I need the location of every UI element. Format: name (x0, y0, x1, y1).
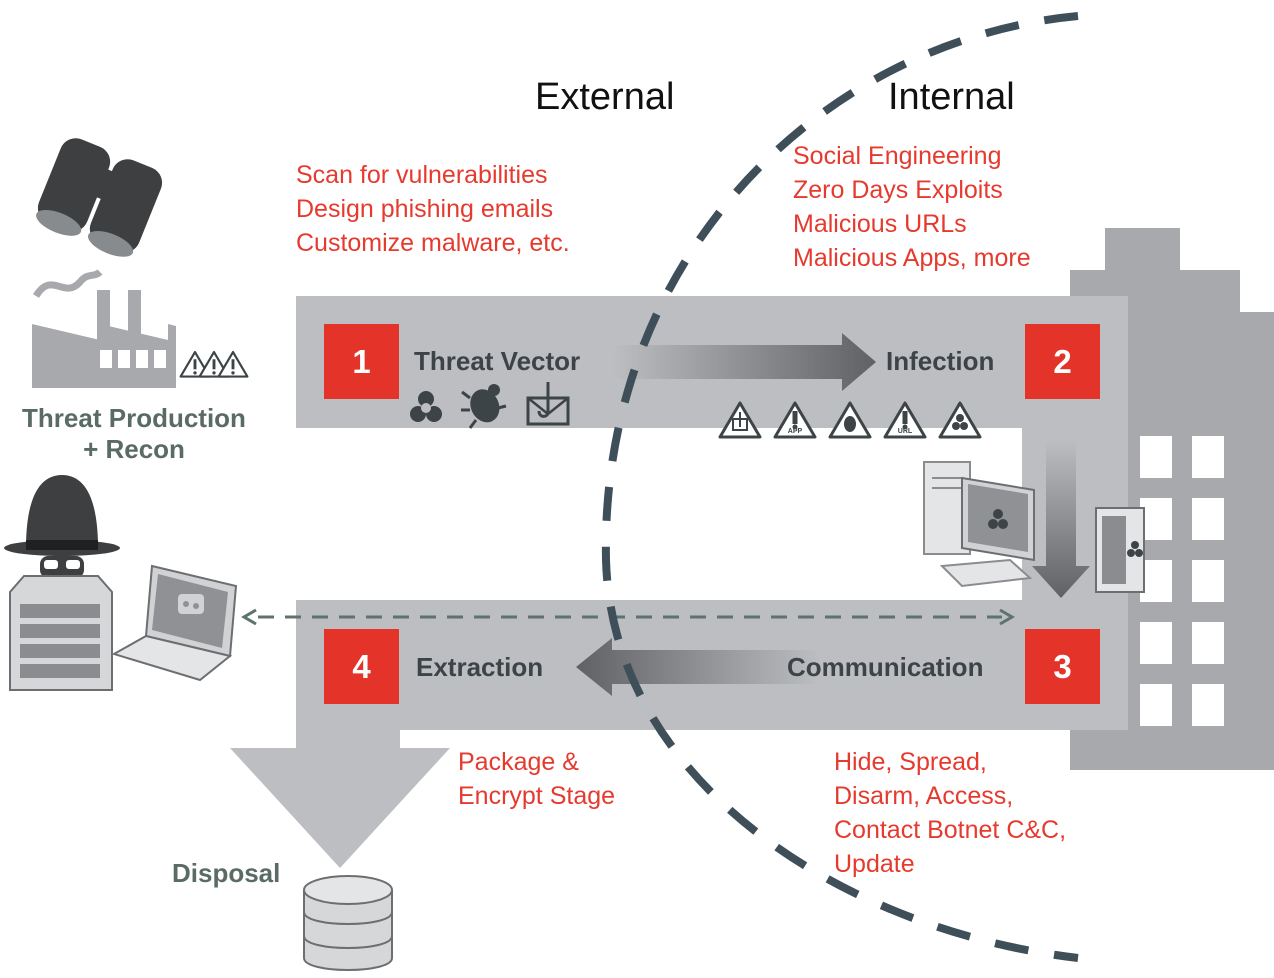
server-icon (1095, 507, 1145, 593)
step-2-label: Infection (886, 346, 995, 376)
threat-to-infection-arrow (612, 333, 876, 391)
laptop-robot-icon (111, 564, 238, 682)
url-badge-label: URL (897, 428, 913, 435)
external-notes: Scan for vulnerabilities Design phishing… (296, 161, 570, 257)
step-3-number: 3 (1025, 629, 1100, 704)
step-2-number: 2 (1025, 324, 1100, 399)
factory-icon (32, 269, 176, 388)
warning-icon (179, 350, 249, 378)
biohazard-icon (410, 391, 442, 422)
step-1-number: 1 (324, 324, 399, 399)
disposal-label: Disposal (172, 858, 281, 888)
database-icon (303, 875, 393, 971)
network-boundary-arc (601, 12, 1079, 962)
bug-icon (461, 384, 507, 429)
package-notes: Package & Encrypt Stage (458, 748, 616, 810)
external-zone-label: External (535, 76, 675, 118)
internal-zone-label: Internal (888, 76, 1015, 118)
step-4-label: Extraction (416, 652, 544, 682)
infection-to-communication-arrow (1032, 440, 1090, 598)
hacker-icon (4, 475, 120, 691)
phishing-envelope-icon (526, 382, 570, 426)
app-badge-label: APP (787, 428, 803, 435)
step-3-label: Communication (787, 652, 984, 682)
exfiltration-dashed-arrow (241, 608, 1015, 626)
process-flow-band (230, 296, 1128, 868)
step-4-number: 4 (324, 629, 399, 704)
step-1-label: Threat Vector (414, 346, 581, 376)
binoculars-icon (36, 138, 163, 257)
communication-notes: Hide, Spread, Disarm, Access, Contact Bo… (834, 748, 1067, 878)
desktop-computer-icon (923, 461, 1035, 588)
threat-production-label: Threat Production + Recon (22, 403, 246, 464)
internal-notes: Social Engineering Zero Days Exploits Ma… (793, 142, 1031, 272)
infection-warning-badges (718, 401, 982, 439)
